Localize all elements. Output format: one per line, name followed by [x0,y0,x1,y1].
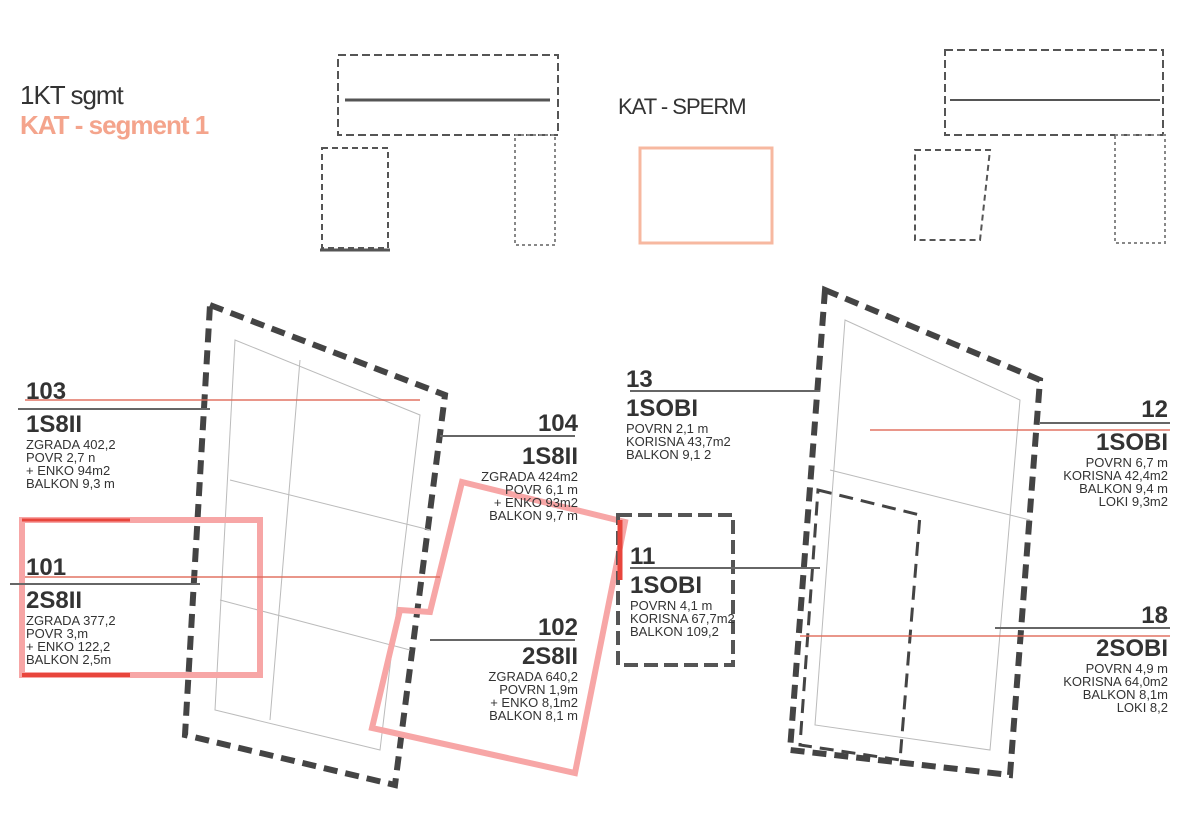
title-left: 1KT sgmt [20,80,124,110]
unit-number: 13 [626,366,653,393]
floor-plan-left [181,300,449,789]
unit-number: 102 [537,614,578,641]
unit-stat: + ENKO 93m2 [493,495,578,510]
unit-stat: POVRN 1,9m [499,682,578,697]
key-plan-right [914,49,1166,244]
unit-type: 2S8II [26,587,83,614]
unit-number: 101 [26,554,67,581]
unit-number: 12 [1141,396,1168,423]
unit-type: 1SOBI [630,572,703,599]
unit-number: 11 [630,543,656,570]
title-right: KAT - SPERM [618,94,747,119]
unit-type: 1S8II [521,443,578,470]
unit-stat: POVR 3,m [26,626,89,641]
unit-stat: POVRN 4,1 m [630,598,713,613]
unit-stat: BALKON 9,7 m [489,508,578,523]
unit-stat: POVR 2,7 n [26,450,96,465]
unit-number: 104 [537,410,578,437]
unit-stat: KORISNA 64,0m2 [1063,674,1168,689]
unit-number: 18 [1141,602,1168,629]
unit-stat: BALKON 9,3 m [26,476,115,491]
unit-11-box [616,513,735,667]
title-left-highlight: KAT - segment 1 [20,110,209,140]
unit-stat: ZGRADA 640,2 [488,669,578,684]
unit-type: 1SOBI [626,395,699,422]
unit-label-13[interactable]: 13 1SOBI POVRN 2,1 m KORISNA 43,7m2 BALK… [626,366,731,462]
unit-stat: + ENKO 94m2 [26,463,111,478]
unit-stat: POVRN 4,9 m [1085,661,1168,676]
leader-lines [10,390,1170,641]
unit-type: 1SOBI [1095,429,1168,456]
unit-101-highlight [19,517,263,678]
unit-stat: BALKON 8,1 m [489,708,578,723]
unit-stat: ZGRADA 402,2 [26,437,116,452]
unit-stat: LOKI 8,2 [1116,700,1168,715]
floor-plan-left-interior [214,339,431,751]
unit-label-101[interactable]: 101 2S8II ZGRADA 377,2 POVR 3,m + ENKO 1… [26,554,116,667]
unit-label-11[interactable]: 11 1SOBI POVRN 4,1 m KORISNA 67,7m2 BALK… [630,543,735,639]
unit-stat: BALKON 2,5m [26,652,112,667]
key-plan-highlight [638,146,774,245]
key-plan-left [320,54,559,252]
unit-label-18[interactable]: 18 2SOBI POVRN 4,9 m KORISNA 64,0m2 BALK… [1060,602,1168,715]
unit-type: 1S8II [26,411,83,438]
unit-stat: ZGRADA 424m2 [481,469,578,484]
unit-stat: BALKON 109,2 [630,624,719,639]
unit-102-highlight [368,478,629,777]
unit-stat: BALKON 9,1 2 [626,447,712,462]
unit-stat: BALKON 8,1m [1082,687,1168,702]
unit-label-12[interactable]: 12 1SOBI POVRN 6,7 m KORISNA 42,4m2 BALK… [1060,396,1168,509]
unit-stat: BALKON 9,4 m [1079,481,1168,496]
page-title: 1KT sgmt KAT - segment 1 [20,80,209,140]
floor-plan-right [786,285,1044,779]
unit-stat: POVRN 2,1 m [626,421,709,436]
unit-stat: KORISNA 67,7m2 [630,611,735,626]
floor-plan-right-interior [814,319,1031,751]
unit-stat: LOKI 9,3m2 [1098,494,1168,509]
unit-stat: KORISNA 43,7m2 [626,434,731,449]
unit-stat: POVR 6,1 m [505,482,578,497]
unit-stat: + ENKO 8,1m2 [490,695,578,710]
unit-stat: ZGRADA 377,2 [26,613,116,628]
unit-number: 103 [26,378,67,405]
unit-stat: + ENKO 122,2 [26,639,111,654]
accent-leader-lines [25,399,1170,637]
unit-stat: POVRN 6,7 m [1085,455,1168,470]
unit-type: 2SOBI [1095,635,1168,662]
unit-stat: KORISNA 42,4m2 [1063,468,1168,483]
unit-label-104[interactable]: 104 1S8II ZGRADA 424m2 POVR 6,1 m + ENKO… [470,410,578,523]
unit-type: 2S8II [521,643,578,670]
unit-label-102[interactable]: 102 2S8II ZGRADA 640,2 POVRN 1,9m + ENKO… [460,614,578,723]
unit-label-103[interactable]: 103 1S8II ZGRADA 402,2 POVR 2,7 n + ENKO… [26,378,116,491]
